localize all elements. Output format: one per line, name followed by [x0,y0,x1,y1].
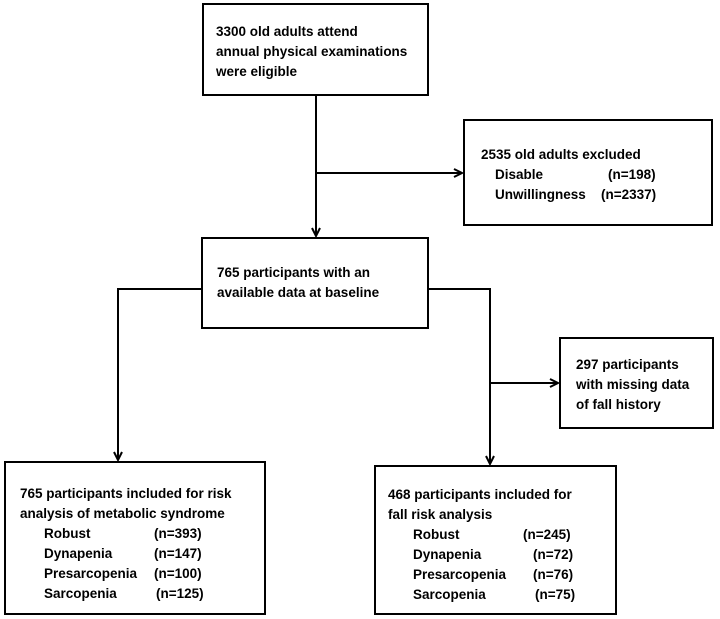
arrow-baseline-to-metabolic [118,288,202,460]
metabolic-item-value: (n=100) [154,566,202,581]
metabolic-item: Dynapenia (n=147) [44,544,264,564]
eligible-line-1: 3300 old adults attend [216,24,358,39]
excluded-item: Unwillingness (n=2337) [495,185,711,205]
metabolic-item: Sarcopenia (n=125) [44,584,264,604]
fall-box: 468 participants included for fall risk … [374,465,617,615]
fall-item-value: (n=76) [533,567,574,582]
fall-item-label: Dynapenia [413,547,482,562]
metabolic-item-value: (n=147) [154,546,202,561]
missing-line-2: with missing data [576,377,690,392]
fall-item-value: (n=72) [533,547,574,562]
metabolic-item-value: (n=125) [156,586,204,601]
fall-item: Presarcopenia (n=76) [413,565,615,585]
fall-item: Robust (n=245) [413,525,615,545]
baseline-box: 765 participants with an available data … [201,237,429,329]
missing-box: 297 participants with missing data of fa… [559,337,714,429]
excluded-title: 2535 old adults excluded [481,147,641,162]
excluded-item-value: (n=198) [608,167,656,182]
fall-line-1: 468 participants included for [388,487,572,502]
metabolic-line-1: 765 participants included for risk [20,486,232,501]
eligible-line-3: were eligible [216,64,298,79]
excluded-item-label: Unwillingness [495,187,586,202]
fall-item: Sarcopenia (n=75) [413,585,615,605]
metabolic-line-2: analysis of metabolic syndrome [20,506,225,521]
excluded-item-label: Disable [495,167,544,182]
missing-line-3: of fall history [576,397,661,412]
missing-line-1: 297 participants [576,357,679,372]
metabolic-item-label: Dynapenia [44,546,113,561]
metabolic-item: Robust (n=393) [44,524,264,544]
fall-item-value: (n=245) [523,527,571,542]
eligible-line-2: annual physical examinations [216,44,408,59]
metabolic-box: 765 participants included for risk analy… [4,461,266,615]
fall-item-label: Presarcopenia [413,567,507,582]
fall-item-label: Sarcopenia [413,587,486,602]
eligible-box: 3300 old adults attend annual physical e… [202,3,429,96]
metabolic-item: Presarcopenia (n=100) [44,564,264,584]
metabolic-item-label: Presarcopenia [44,566,138,581]
excluded-item-value: (n=2337) [601,187,657,202]
excluded-box: 2535 old adults excluded Disable (n=198)… [463,119,713,226]
baseline-line-1: 765 participants with an [217,265,371,280]
fall-line-2: fall risk analysis [388,507,493,522]
metabolic-item-value: (n=393) [154,526,202,541]
excluded-item: Disable (n=198) [495,165,711,185]
arrow-baseline-to-fall [429,288,490,464]
fall-item: Dynapenia (n=72) [413,545,615,565]
fall-item-value: (n=75) [535,587,576,602]
baseline-line-2: available data at baseline [217,285,380,300]
fall-item-label: Robust [413,527,460,542]
metabolic-item-label: Robust [44,526,91,541]
metabolic-item-label: Sarcopenia [44,586,117,601]
